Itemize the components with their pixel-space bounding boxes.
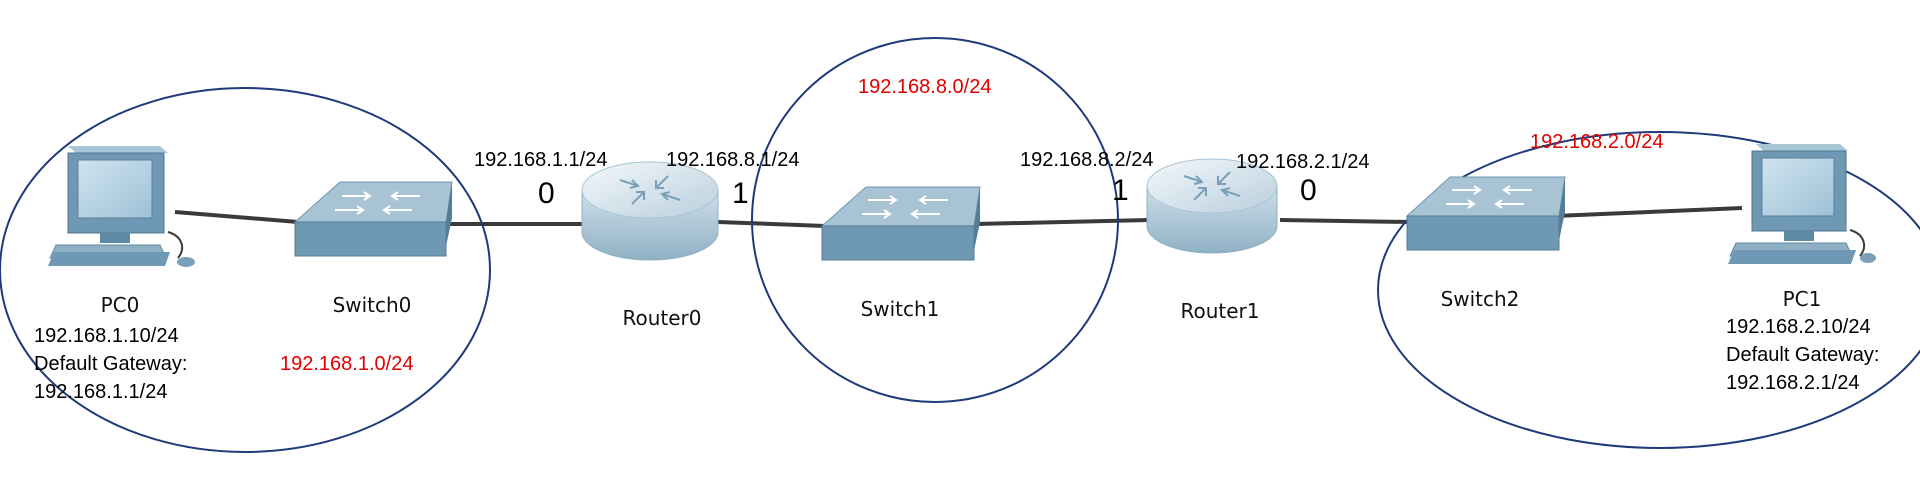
subnet-circle-right — [1377, 131, 1920, 449]
pc1-gateway: 192.168.2.1/24 — [1726, 372, 1859, 394]
router-icon — [1146, 158, 1278, 254]
router-icon — [581, 161, 719, 261]
router0-device[interactable]: Router0 — [581, 161, 719, 330]
link-router1-switch2 — [1279, 218, 1411, 224]
subnet-middle-label: 192.168.8.0/24 — [858, 76, 991, 98]
switch0-device[interactable]: Switch0 — [293, 181, 453, 317]
router1-device[interactable]: Router1 — [1146, 158, 1278, 323]
pc1-device[interactable]: PC1 192.168.2.10/24 Default Gateway: 192… — [1726, 144, 1879, 394]
link-switch2-pc1 — [1554, 206, 1743, 218]
switch1-device[interactable]: Switch1 — [820, 186, 981, 321]
subnet-labels: 192.168.1.0/24 192.168.8.0/24 192.168.2.… — [280, 76, 1663, 375]
switch2-device[interactable]: Switch2 — [1405, 176, 1566, 311]
router0-wan-port: 1 — [732, 177, 749, 210]
pc1-label: PC1 — [1783, 287, 1822, 311]
router1-label: Router1 — [1180, 299, 1259, 323]
pc1-gateway-label: Default Gateway: — [1726, 344, 1879, 366]
switch1-label: Switch1 — [861, 297, 940, 321]
subnet-circle-left — [0, 87, 491, 453]
desktop-computer-icon — [48, 146, 195, 267]
link-router0-switch1 — [717, 220, 826, 228]
pc0-ip: 192.168.1.10/24 — [34, 325, 179, 347]
router0-wan-ip: 192.168.8.1/24 — [666, 149, 799, 171]
subnet-right-label: 192.168.2.0/24 — [1530, 131, 1663, 153]
network-switch-icon — [1405, 176, 1566, 251]
pc0-gateway-label: Default Gateway: — [34, 353, 187, 375]
router1-lan-port: 0 — [1300, 174, 1317, 207]
link-switch1-router1 — [975, 218, 1148, 226]
router0-lan-ip: 192.168.1.1/24 — [474, 149, 607, 171]
pc1-ip: 192.168.2.10/24 — [1726, 316, 1871, 338]
pc0-device[interactable]: PC0 192.168.1.10/24 Default Gateway: 192… — [34, 146, 195, 403]
desktop-computer-icon — [1728, 144, 1876, 264]
router1-lan-ip: 192.168.2.1/24 — [1236, 151, 1369, 173]
network-switch-icon — [820, 186, 981, 261]
router0-label: Router0 — [622, 306, 701, 330]
pc0-gateway: 192.168.1.1/24 — [34, 381, 167, 403]
router1-wan-ip: 192.168.8.2/24 — [1020, 149, 1153, 171]
switch0-label: Switch0 — [333, 293, 412, 317]
link-pc0-switch0 — [174, 210, 299, 224]
interface-labels: 192.168.1.1/24 0 192.168.8.1/24 1 192.16… — [474, 149, 1369, 210]
switch2-label: Switch2 — [1441, 287, 1520, 311]
router0-lan-port: 0 — [538, 177, 555, 210]
pc0-label: PC0 — [101, 293, 140, 317]
subnet-boundaries — [0, 37, 1920, 453]
subnet-circle-middle — [751, 37, 1119, 403]
network-switch-icon — [293, 181, 453, 257]
router1-wan-port: 1 — [1112, 174, 1129, 207]
subnet-left-label: 192.168.1.0/24 — [280, 353, 413, 375]
